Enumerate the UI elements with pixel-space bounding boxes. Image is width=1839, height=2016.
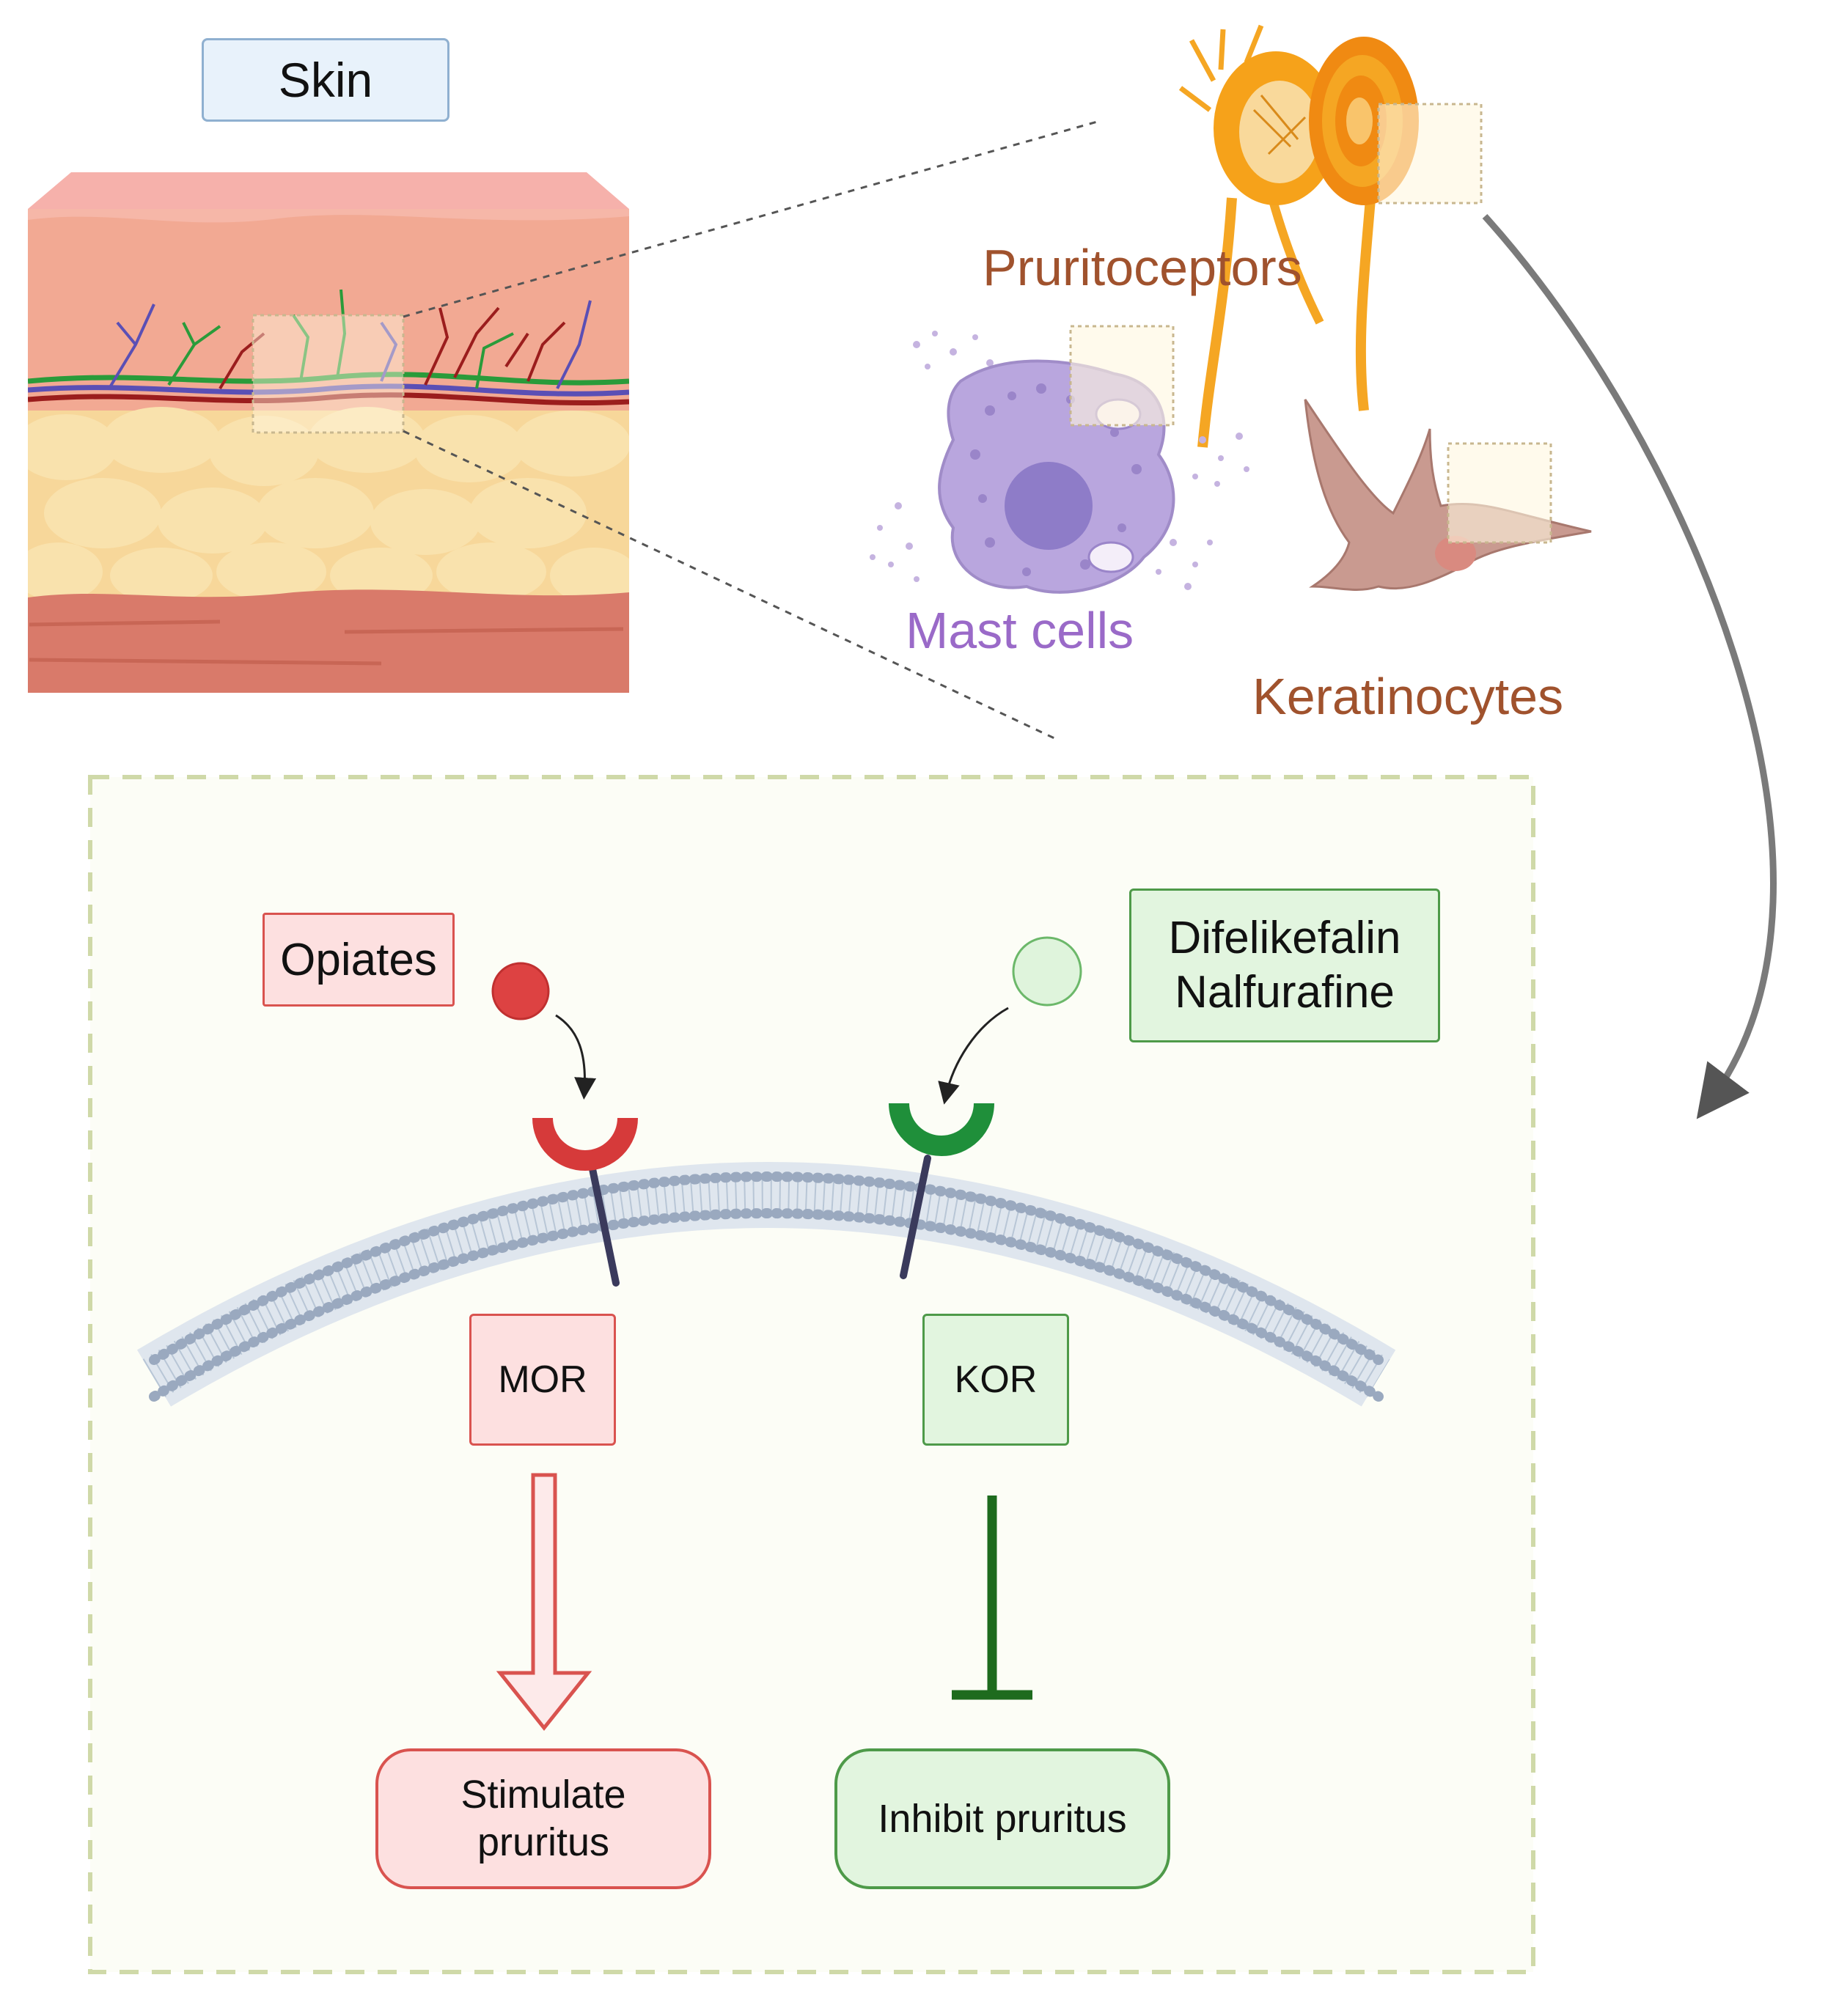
kor-receptor-icon (889, 1103, 994, 1279)
keratinocytes-label: Keratinocytes (1252, 668, 1564, 725)
stimulate-label-line1: Stimulate (460, 1773, 626, 1817)
inhibit-pruritus-box: Inhibit pruritus (834, 1748, 1170, 1889)
zoom-line-bottom (403, 430, 1057, 740)
opiate-binding-arrow (555, 1014, 597, 1100)
inhibit-label: Inhibit pruritus (878, 1797, 1127, 1841)
inhibit-bar (952, 1496, 1032, 1700)
opiates-box: Opiates (263, 913, 455, 1007)
zoom-line-top (403, 119, 1101, 318)
mor-box: MOR (469, 1314, 616, 1446)
stimulate-pruritus-box: Stimulate pruritus (375, 1748, 711, 1889)
skin-label: Skin (278, 53, 373, 107)
keratinocyte-icon (1304, 399, 1592, 591)
mast-cells-label: Mast cells (906, 602, 1134, 659)
mor-receptor-icon (532, 1117, 638, 1287)
cell-membrane-icon (137, 1162, 1396, 1407)
skin-illustration (28, 172, 629, 693)
kor-agonist-ligand-icon (1012, 936, 1082, 1007)
skin-label-box: Skin (202, 38, 449, 122)
opiates-label: Opiates (280, 934, 437, 985)
kor-agonist-binding-arrow (938, 1007, 1009, 1105)
pruritoceptors-label: Pruritoceptors (983, 239, 1302, 296)
nalfurafine-label: Nalfurafine (1175, 967, 1395, 1018)
mor-label: MOR (498, 1358, 587, 1401)
kor-agonists-box: Difelikefalin Nalfurafine (1129, 889, 1440, 1042)
mast-cell-icon (870, 325, 1249, 594)
kor-box: KOR (922, 1314, 1069, 1446)
pruritoceptor-neuron-icon (1178, 24, 1483, 448)
stimulate-label-line2: pruritus (477, 1820, 610, 1864)
kor-label: KOR (954, 1358, 1038, 1401)
difelikefalin-label: Difelikefalin (1168, 912, 1401, 963)
stimulate-arrow (496, 1473, 592, 1732)
opiate-ligand-icon (491, 962, 550, 1020)
curved-pointer-arrow (1482, 213, 1777, 1119)
